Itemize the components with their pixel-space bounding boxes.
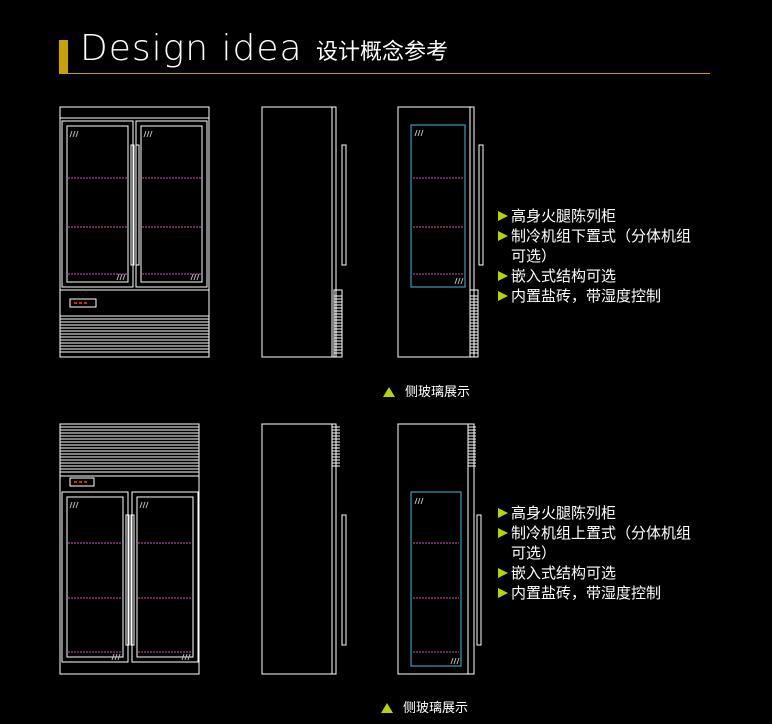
side-glass-view-1 — [397, 106, 484, 358]
hatch-mark — [460, 277, 464, 285]
hatch-mark — [72, 501, 76, 509]
hatch-mark — [111, 653, 115, 661]
side-glass-view-2 — [397, 423, 482, 675]
side-view-2 — [261, 423, 347, 675]
title-underline — [68, 73, 710, 74]
glass-panel-2 — [410, 491, 462, 667]
hatch-mark — [453, 657, 457, 665]
hatch-mark — [190, 273, 194, 281]
hatch-mark — [119, 273, 123, 281]
hatch-mark — [454, 277, 458, 285]
hatch-mark — [146, 130, 150, 138]
hatch-mark — [420, 129, 424, 137]
feature-list-2: 高身火腿陈列柜 制冷机组上置式（分体机组 可选） 嵌入式结构可选 内置盐砖，带湿… — [497, 503, 691, 603]
hatch-mark — [181, 653, 185, 661]
feature-item: 高身火腿陈列柜 — [497, 503, 691, 523]
hatch-mark — [457, 277, 461, 285]
hatch-mark — [139, 501, 143, 509]
feature-item: 高身火腿陈列柜 — [497, 206, 691, 226]
feature-item: 内置盐砖，带湿度控制 — [497, 286, 691, 306]
hatch-mark — [417, 129, 421, 137]
feature-item: 制冷机组上置式（分体机组 可选） — [497, 523, 691, 563]
hatch-mark — [187, 653, 191, 661]
hatch-mark — [116, 273, 120, 281]
hatch-mark — [456, 657, 460, 665]
hatch-mark — [417, 497, 421, 505]
page-title: Design idea — [80, 28, 303, 69]
hatch-mark — [193, 273, 197, 281]
hatch-mark — [143, 130, 147, 138]
front-view-bottom-unit — [59, 106, 210, 358]
hatch-mark — [75, 501, 79, 509]
feature-item: 制冷机组下置式（分体机组 可选） — [497, 226, 691, 266]
triangle-icon — [381, 703, 393, 713]
side-view-1 — [261, 106, 347, 358]
hatch-mark — [69, 501, 73, 509]
hatch-mark — [75, 130, 79, 138]
hatch-mark — [122, 273, 126, 281]
hatch-mark — [184, 653, 188, 661]
hatch-mark — [145, 501, 149, 509]
glass-panel-1 — [410, 124, 466, 288]
hatch-mark — [149, 130, 153, 138]
feature-item: 内置盐砖，带湿度控制 — [497, 583, 691, 603]
caption-2: 侧玻璃展示 — [381, 697, 468, 716]
hatch-mark — [414, 497, 418, 505]
hatch-mark — [142, 501, 146, 509]
hatch-mark — [72, 130, 76, 138]
hatch-mark — [450, 657, 454, 665]
feature-list-1: 高身火腿陈列柜 制冷机组下置式（分体机组 可选） 嵌入式结构可选 内置盐砖，带湿… — [497, 206, 691, 306]
hatch-mark — [69, 130, 73, 138]
feature-item: 嵌入式结构可选 — [497, 266, 691, 286]
caption-1: 侧玻璃展示 — [383, 381, 470, 400]
hatch-mark — [420, 497, 424, 505]
hatch-mark — [414, 129, 418, 137]
hatch-mark — [117, 653, 121, 661]
hatch-mark — [196, 273, 200, 281]
triangle-icon — [383, 387, 395, 397]
hatch-mark — [114, 653, 118, 661]
title-accent-bar — [59, 40, 68, 74]
page-subtitle: 设计概念参考 — [316, 40, 449, 65]
front-view-top-unit — [59, 423, 200, 675]
feature-item: 嵌入式结构可选 — [497, 563, 691, 583]
